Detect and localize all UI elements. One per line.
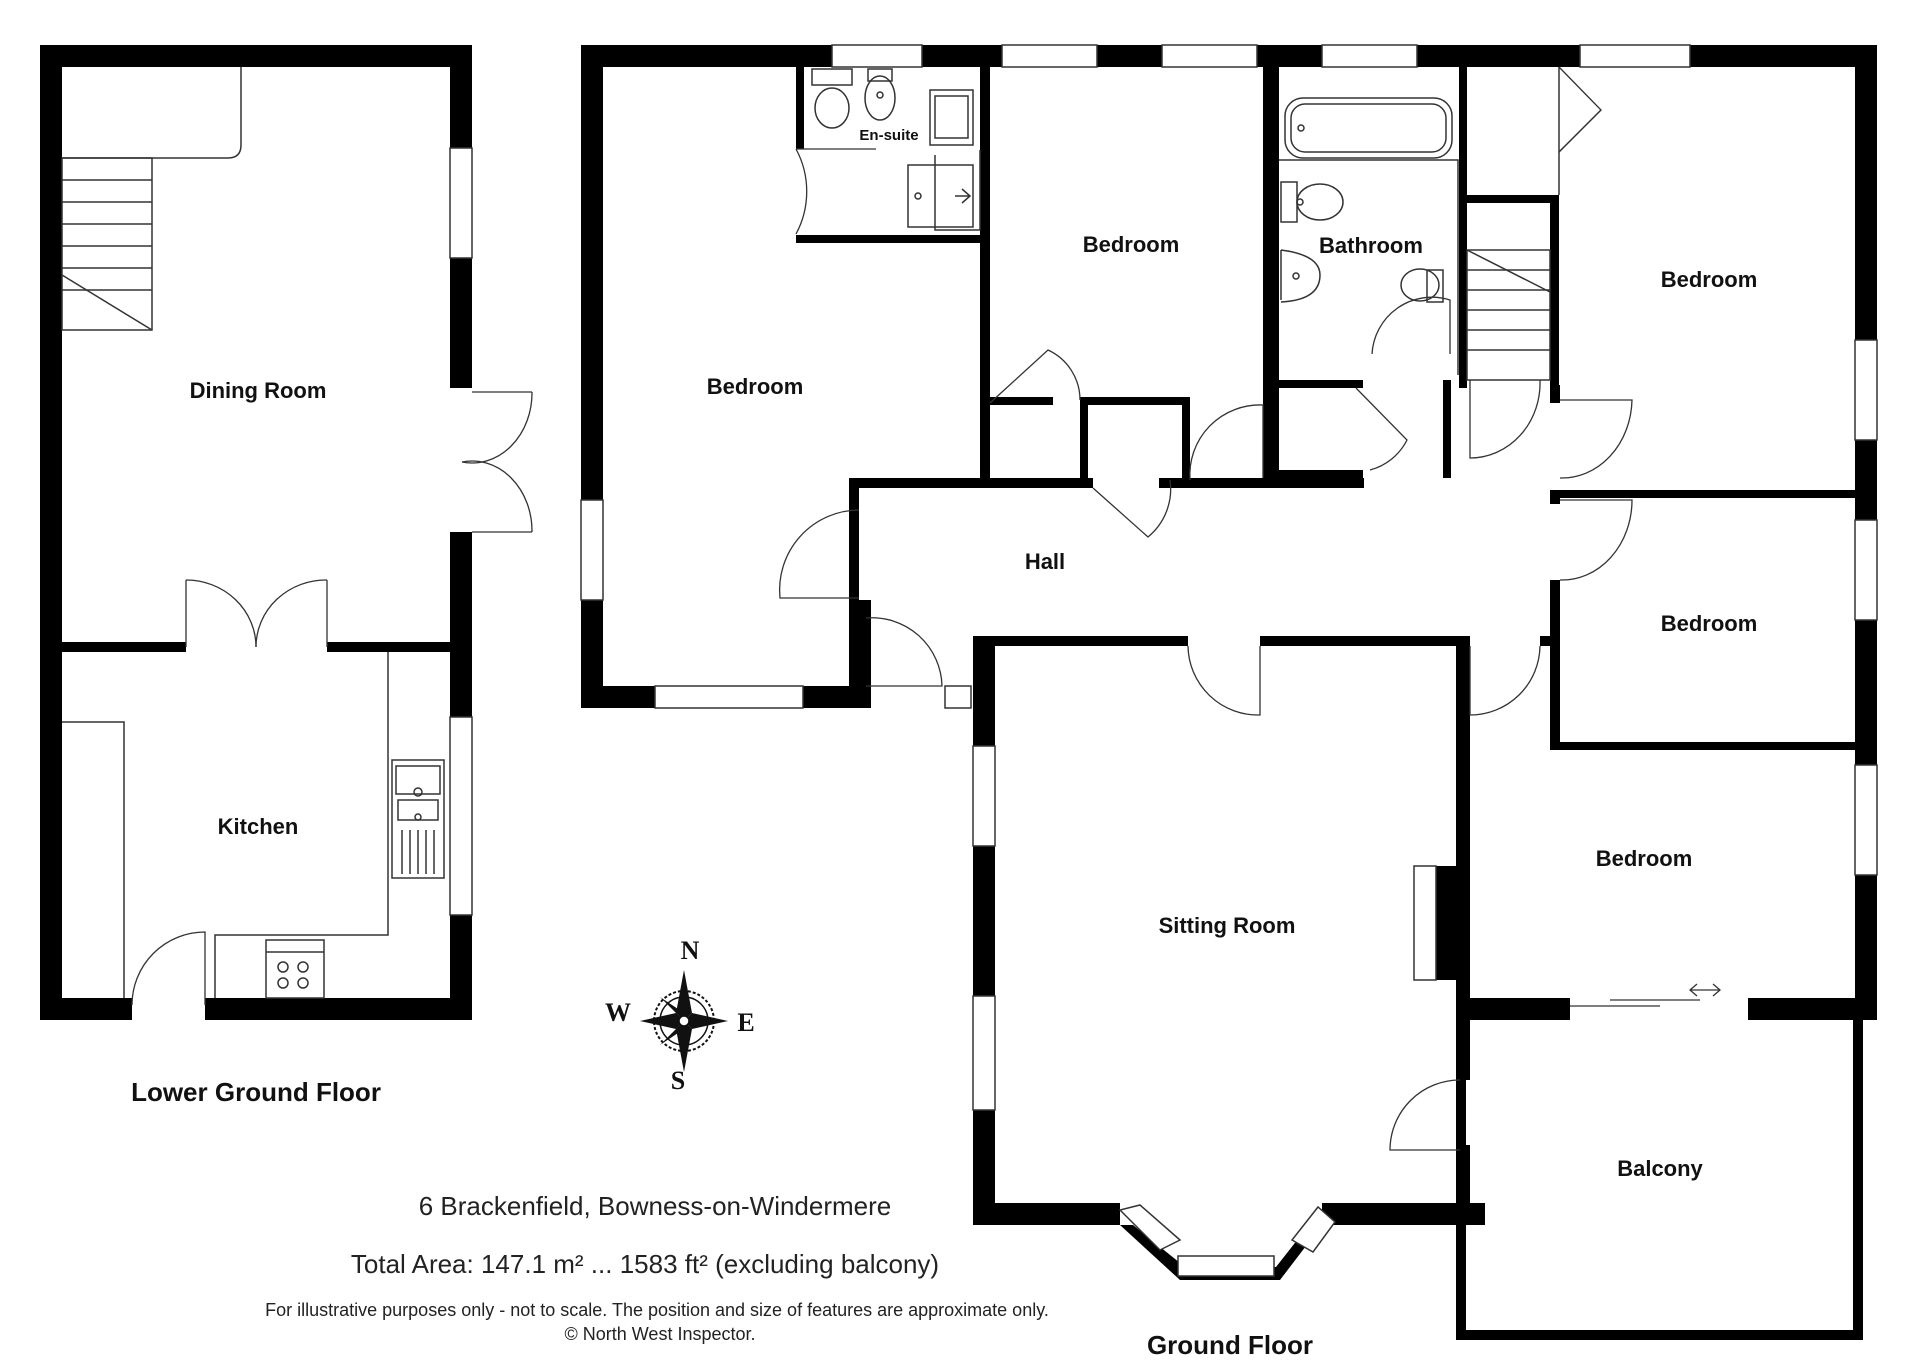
toilet-cistern-icon xyxy=(811,68,853,86)
bedroom-2-label: Bedroom xyxy=(1083,232,1180,257)
compass-east-label: E xyxy=(737,1008,754,1037)
kitchen-door xyxy=(131,931,206,1006)
total-area-text: Total Area: 147.1 m² ... 1583 ft² (exclu… xyxy=(351,1249,939,1279)
alcove-outline xyxy=(62,67,242,159)
ensuite-label: En-suite xyxy=(859,127,918,144)
bedroom-5-label: Bedroom xyxy=(1596,846,1693,871)
basin-icon xyxy=(929,89,974,146)
bay-window xyxy=(1118,1204,1337,1280)
fireplace-icon xyxy=(1413,865,1437,981)
bidet-icon xyxy=(864,75,896,121)
bathroom-label: Bathroom xyxy=(1319,233,1423,258)
compass-north-label: N xyxy=(681,936,700,965)
address-text: 6 Brackenfield, Bowness-on-Windermere xyxy=(419,1191,892,1221)
lower-ground-floor-plan: Dining Room Kitchen xyxy=(40,45,533,1020)
bath-icon xyxy=(1284,97,1453,159)
bidet-icon xyxy=(1400,268,1440,302)
compass-rose-icon: N S E W xyxy=(605,936,755,1095)
basin-icon xyxy=(1280,249,1321,303)
bathroom-fittings xyxy=(1279,97,1459,375)
copyright-text: © North West Inspector. xyxy=(564,1324,755,1344)
compass-west-label: W xyxy=(605,998,631,1027)
lower-ground-windows xyxy=(449,147,473,916)
ground-floor-plan: En-suite Bedroom Bedroom Bathroom Bedroo… xyxy=(580,44,1878,1340)
toilet-icon xyxy=(814,87,850,129)
lower-ground-floor-title: Lower Ground Floor xyxy=(131,1077,381,1107)
ensuite-fittings xyxy=(795,68,981,235)
wardrobe-doors xyxy=(1558,66,1602,195)
ground-floor-title: Ground Floor xyxy=(1147,1330,1313,1360)
balcony-label: Balcony xyxy=(1617,1156,1703,1181)
stairs-icon xyxy=(1466,249,1551,381)
hall-label: Hall xyxy=(1025,549,1065,574)
stairs-icon xyxy=(61,157,153,331)
ground-floor-windows xyxy=(580,44,1878,1111)
bedroom-4-label: Bedroom xyxy=(1661,611,1758,636)
double-doors-dining-kitchen xyxy=(185,579,328,648)
sitting-room-label: Sitting Room xyxy=(1159,913,1296,938)
ground-floor-doors xyxy=(778,296,1721,1151)
sink-icon xyxy=(391,759,445,879)
shower-icon xyxy=(907,164,974,228)
dining-room-label: Dining Room xyxy=(190,378,327,403)
toilet-icon xyxy=(1296,183,1344,221)
ensuite-door xyxy=(795,148,808,235)
kitchen-label: Kitchen xyxy=(218,814,299,839)
bedroom-1-label: Bedroom xyxy=(707,374,804,399)
lower-ground-walls xyxy=(40,45,472,1020)
hob-icon xyxy=(265,939,325,999)
compass-south-label: S xyxy=(671,1066,685,1095)
kitchen-units xyxy=(62,652,445,999)
disclaimer-text: For illustrative purposes only - not to … xyxy=(265,1300,1049,1320)
french-doors-dining xyxy=(461,391,533,533)
bedroom-3-label: Bedroom xyxy=(1661,267,1758,292)
